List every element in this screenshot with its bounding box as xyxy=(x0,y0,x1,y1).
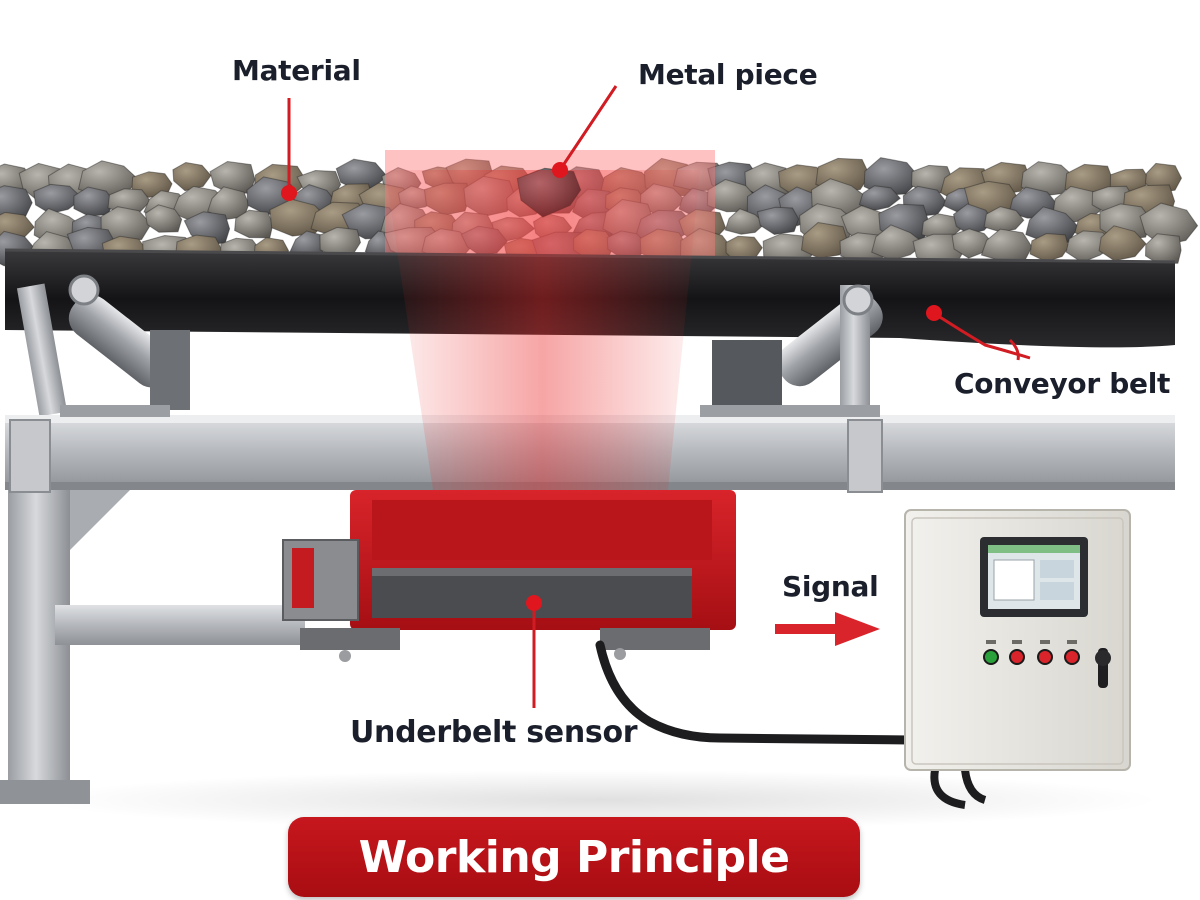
title-banner: Working Principle xyxy=(288,817,860,897)
page-title: Working Principle xyxy=(358,831,790,883)
rock xyxy=(858,185,901,211)
underbelt-sensor-label: Underbelt sensor xyxy=(350,715,638,750)
rock xyxy=(1144,233,1182,265)
material-label: Material xyxy=(232,54,361,87)
rock xyxy=(1139,202,1199,247)
rock xyxy=(1020,161,1078,198)
right-idler xyxy=(712,284,883,415)
rock xyxy=(144,204,183,233)
signal-cable xyxy=(595,640,915,745)
rock xyxy=(983,206,1025,233)
rock xyxy=(980,228,1033,263)
conveyor-belt-label: Conveyor belt xyxy=(954,367,1171,400)
metal-piece-label: Metal piece xyxy=(638,58,818,91)
detection-beam xyxy=(385,170,700,570)
rock xyxy=(800,221,849,259)
underbelt-sensor xyxy=(282,490,736,662)
rock xyxy=(871,224,926,261)
rock xyxy=(951,228,993,259)
rock xyxy=(756,206,800,236)
rock xyxy=(335,158,388,190)
rock xyxy=(1098,225,1147,262)
left-idler xyxy=(16,274,190,417)
leader-lines xyxy=(287,85,1031,708)
rock xyxy=(952,203,994,235)
rock xyxy=(863,157,922,196)
leader-dots xyxy=(281,162,942,611)
signal-label: Signal xyxy=(782,570,879,603)
control-cabinet xyxy=(904,509,1131,771)
rock xyxy=(209,160,256,194)
rock xyxy=(1029,232,1070,263)
rock xyxy=(33,183,84,215)
rock xyxy=(172,161,212,192)
signal-arrow xyxy=(775,612,880,646)
rock xyxy=(724,208,766,235)
